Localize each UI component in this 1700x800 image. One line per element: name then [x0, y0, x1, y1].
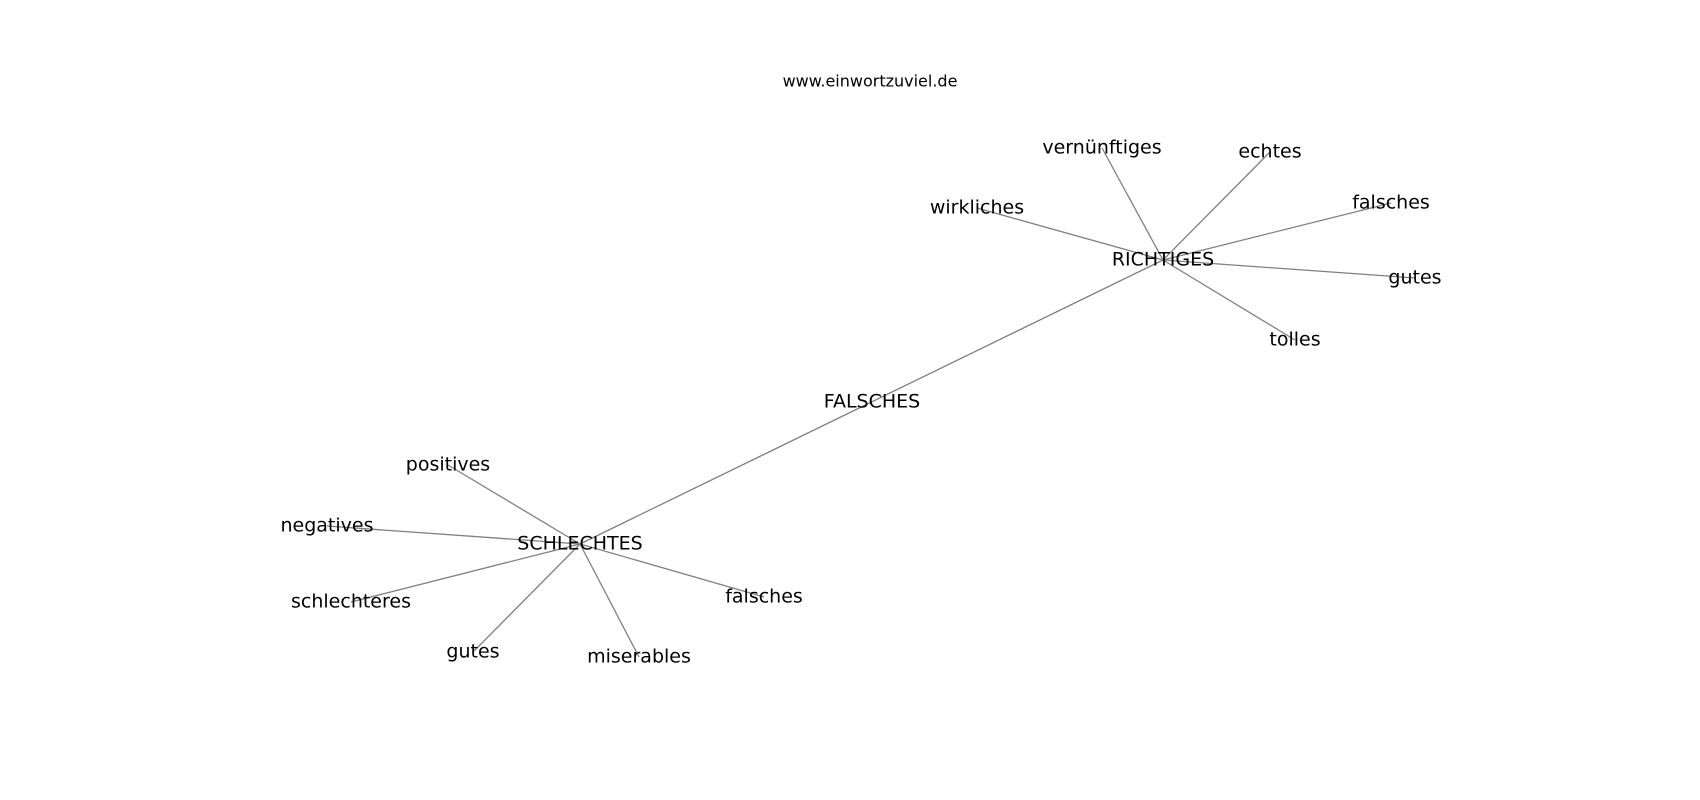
edge-schlechtes-miserables — [579, 543, 640, 658]
edge-schlechtes-schlechteres — [350, 543, 581, 603]
label-layer: FALSCHES RICHTIGES SCHLECHTES vernünftiges e… — [281, 137, 1442, 668]
node-label-falsches_center: FALSCHES — [824, 391, 920, 413]
edge-schlechtes-gutes_s — [472, 543, 581, 653]
edge-richtiges-tolles — [1162, 259, 1296, 341]
edge-richtiges-schlechtes — [579, 259, 1164, 545]
edge-schlechtes-falsches_s — [579, 543, 765, 598]
edge-richtiges-echtes — [1162, 151, 1271, 261]
edge-schlechtes-positives — [447, 464, 581, 545]
node-label-schlechtes: SCHLECHTES — [517, 533, 642, 555]
edge-richtiges-gutes_r — [1162, 259, 1416, 279]
node-label-falsches_s: falsches — [725, 586, 803, 608]
node-label-gutes_r: gutes — [1388, 267, 1441, 289]
edge-richtiges-wirkliches — [976, 207, 1164, 261]
node-label-wirkliches: wirkliches — [930, 197, 1024, 219]
node-label-negatives: negatives — [281, 515, 374, 537]
node-label-tolles: tolles — [1269, 329, 1320, 351]
site-url: www.einwortzuviel.de — [783, 72, 958, 91]
node-label-echtes: echtes — [1238, 141, 1301, 163]
edge-richtiges-vernuenftiges — [1101, 147, 1164, 261]
edge-schlechtes-negatives — [326, 525, 581, 545]
edge-richtiges-falsches_r — [1162, 202, 1392, 261]
node-label-vernuenftiges: vernünftiges — [1042, 137, 1161, 159]
node-label-richtiges: RICHTIGES — [1112, 249, 1214, 271]
node-label-miserables: miserables — [587, 646, 691, 668]
node-label-positives: positives — [406, 454, 490, 476]
node-label-gutes_s: gutes — [446, 641, 499, 663]
node-label-schlechteres: schlechteres — [291, 591, 411, 613]
edge-layer — [326, 147, 1416, 658]
node-label-falsches_r: falsches — [1352, 192, 1430, 214]
